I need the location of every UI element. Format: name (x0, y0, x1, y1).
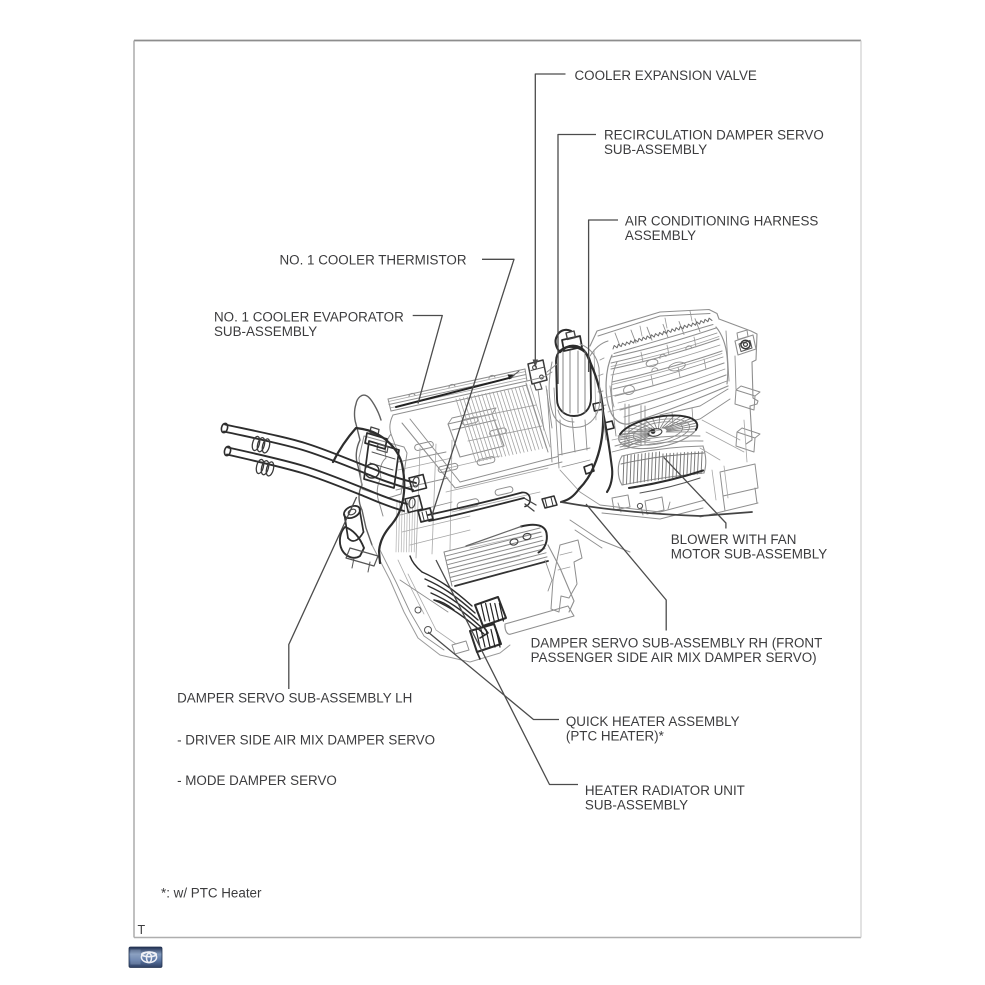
svg-text:HEATER RADIATOR UNIT: HEATER RADIATOR UNIT (585, 783, 745, 798)
svg-text:NO. 1 COOLER EVAPORATOR: NO. 1 COOLER EVAPORATOR (214, 309, 404, 324)
svg-text:ASSEMBLY: ASSEMBLY (625, 228, 696, 243)
svg-text:*: w/ PTC Heater: *: w/ PTC Heater (161, 886, 262, 901)
svg-text:BLOWER WITH FAN: BLOWER WITH FAN (671, 532, 797, 547)
svg-text:T: T (138, 923, 146, 937)
svg-text:(PTC HEATER)*: (PTC HEATER)* (566, 729, 664, 744)
svg-text:- DRIVER SIDE AIR MIX DAMPER S: - DRIVER SIDE AIR MIX DAMPER SERVO (177, 732, 435, 747)
svg-text:SUB-ASSEMBLY: SUB-ASSEMBLY (604, 142, 707, 157)
svg-text:DAMPER SERVO SUB-ASSEMBLY LH: DAMPER SERVO SUB-ASSEMBLY LH (177, 691, 412, 706)
svg-text:QUICK HEATER ASSEMBLY: QUICK HEATER ASSEMBLY (566, 714, 740, 729)
svg-text:NO. 1 COOLER THERMISTOR: NO. 1 COOLER THERMISTOR (280, 253, 467, 268)
svg-text:SUB-ASSEMBLY: SUB-ASSEMBLY (585, 798, 688, 813)
svg-text:SUB-ASSEMBLY: SUB-ASSEMBLY (214, 324, 317, 339)
svg-text:- MODE DAMPER SERVO: - MODE DAMPER SERVO (177, 773, 337, 788)
svg-text:PASSENGER SIDE AIR MIX DAMPER: PASSENGER SIDE AIR MIX DAMPER SERVO) (531, 650, 817, 665)
svg-text:MOTOR SUB-ASSEMBLY: MOTOR SUB-ASSEMBLY (671, 547, 828, 562)
svg-text:COOLER EXPANSION VALVE: COOLER EXPANSION VALVE (575, 68, 757, 83)
svg-text:DAMPER SERVO SUB-ASSEMBLY RH (: DAMPER SERVO SUB-ASSEMBLY RH (FRONT (531, 636, 823, 651)
svg-text:RECIRCULATION DAMPER SERVO: RECIRCULATION DAMPER SERVO (604, 127, 824, 142)
svg-text:AIR CONDITIONING HARNESS: AIR CONDITIONING HARNESS (625, 214, 819, 229)
